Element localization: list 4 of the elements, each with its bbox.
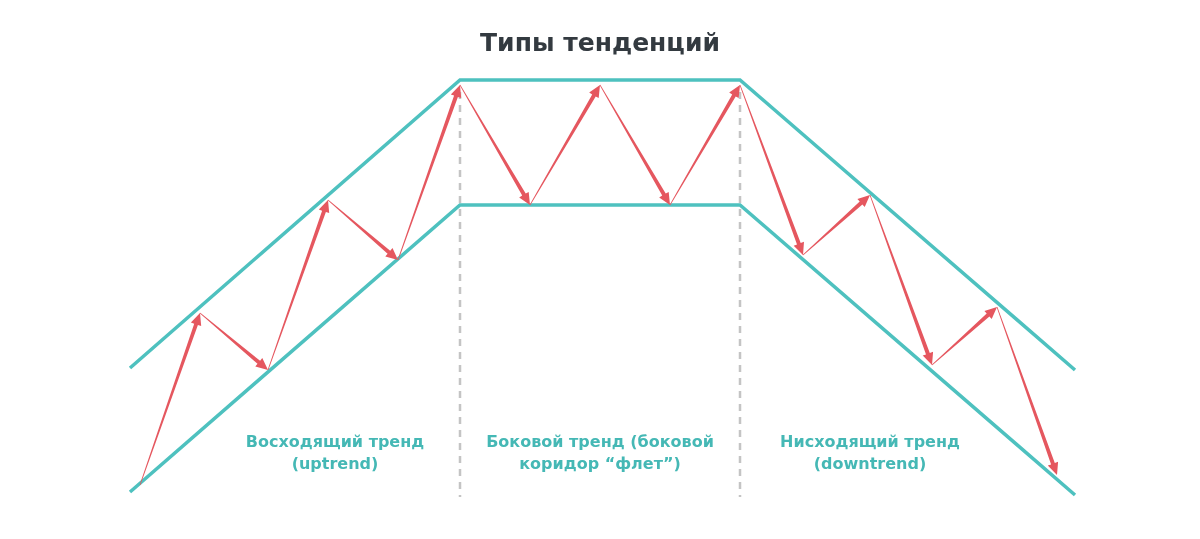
diagram-title: Типы тенденций [479,28,721,57]
trend-label: Боковой тренд (боковой коридор “флет”) [485,431,715,475]
trend-label: Восходящий тренд (uptrend) [244,431,426,475]
trend-label: Нисходящий тренд (downtrend) [779,431,961,475]
